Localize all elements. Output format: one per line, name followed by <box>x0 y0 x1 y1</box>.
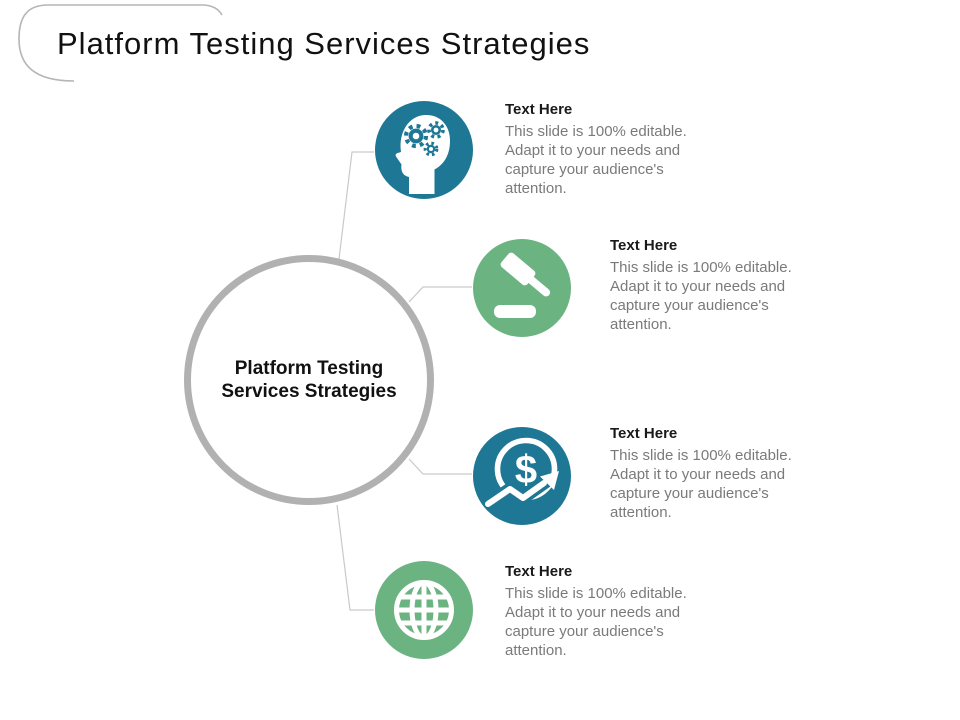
center-circle-line2: Services Strategies <box>221 381 397 402</box>
item-body: This slide is 100% editable. Adapt it to… <box>505 123 687 197</box>
slide-title: Platform Testing Services Strategies <box>57 26 591 61</box>
item-body: This slide is 100% editable. Adapt it to… <box>505 585 687 659</box>
item-body: This slide is 100% editable. Adapt it to… <box>610 259 792 333</box>
item-heading: Text Here <box>505 101 573 118</box>
item-heading: Text Here <box>505 563 573 580</box>
globe-icon <box>375 561 473 659</box>
item-3-text: Text Here This slide is 100% editable. A… <box>610 425 792 522</box>
item-3-badge: $ <box>473 427 571 525</box>
head-gears-icon <box>375 101 473 199</box>
item-body: This slide is 100% editable. Adapt it to… <box>610 447 792 521</box>
dollar-growth-icon: $ <box>473 427 571 525</box>
decorative-arc <box>18 4 223 82</box>
svg-text:$: $ <box>515 448 537 492</box>
item-heading: Text Here <box>610 237 678 254</box>
item-4-text: Text Here This slide is 100% editable. A… <box>505 563 687 660</box>
item-1-badge <box>375 101 473 199</box>
center-circle-title: Platform Testing Services Strategies <box>221 357 396 403</box>
center-circle-line1: Platform Testing <box>234 358 384 379</box>
item-heading: Text Here <box>610 425 678 442</box>
center-circle: Platform Testing Services Strategies <box>184 255 434 505</box>
item-2-badge <box>473 239 571 337</box>
item-1-text: Text Here This slide is 100% editable. A… <box>505 101 687 198</box>
gavel-icon <box>473 239 571 337</box>
item-4-badge <box>375 561 473 659</box>
item-2-text: Text Here This slide is 100% editable. A… <box>610 237 792 334</box>
